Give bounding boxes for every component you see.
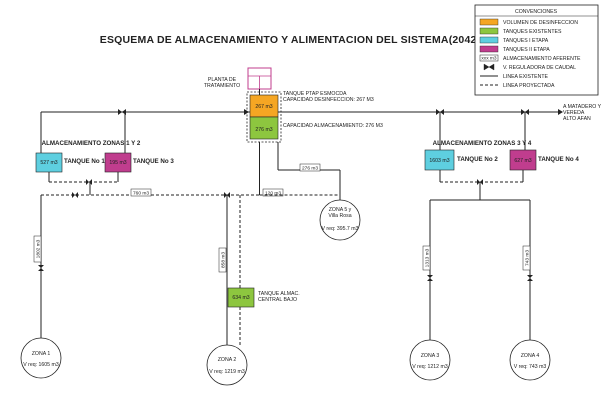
ptap-bottom-value: 276 m3 <box>255 127 272 133</box>
ptap-tank: 267 m3 276 m3 TANQUE PTAP ESMOCDA CAPACI… <box>246 91 383 143</box>
badge-z3-text: 1313 m3 <box>425 248 431 267</box>
zone2-vreq: V req: 1219 m3 <box>209 369 245 375</box>
plant-label-2: TRATAMIENTO <box>204 83 240 89</box>
tank4-name: TANQUE No 4 <box>538 156 579 163</box>
ptap-title-1: TANQUE PTAP ESMOCDA <box>283 91 347 97</box>
zone-2: ZONA 2 V req: 1219 m3 <box>206 344 248 386</box>
zone1-vreq: V req: 1605 m3 <box>23 362 59 368</box>
ptap-top-value: 267 m3 <box>255 104 272 110</box>
matadero-label-3: ALTO AFAN <box>563 116 591 122</box>
arrow-to-matadero-icon <box>558 109 563 115</box>
central-tank-name-1: TANQUE ALMAC. <box>258 291 300 297</box>
zone5-name: ZONA 5 y <box>329 207 352 213</box>
legend: CONVENCIONES VOLUMEN DE DESINFECCION TAN… <box>474 4 599 96</box>
legend-swatch-existing <box>479 27 499 35</box>
tank2-name: TANQUE No 2 <box>457 156 498 163</box>
zone2-circle <box>206 344 248 386</box>
badge-120-text: 120 m3 <box>265 190 281 196</box>
legend-label-aferente: ALMACENAMIENTO AFERENTE <box>503 56 581 62</box>
storage-zone-12: ALMACENAMIENTO ZONAS 1 Y 2 527 m3 TANQUE… <box>35 140 174 173</box>
diagram-title: ESQUEMA DE ALMACENAMIENTO Y ALIMENTACION… <box>100 34 481 46</box>
storage-zone-34: ALMACENAMIENTO ZONAS 3 Y 4 1603 m3 TANQU… <box>424 140 579 171</box>
arrow-to-ptap-icon <box>244 109 249 115</box>
badge-z3 <box>422 245 431 271</box>
legend-label-solid: LINEA EXISTENTE <box>503 74 549 80</box>
tank1-name: TANQUE No 1 <box>64 158 105 165</box>
valve-icon <box>38 265 44 271</box>
storage-34-heading: ALMACENAMIENTO ZONAS 3 Y 4 <box>433 140 532 147</box>
treatment-plant: PLANTA DE TRATAMIENTO <box>204 67 272 95</box>
zone3-name: ZONA 3 <box>421 353 440 359</box>
valve-icon <box>86 179 92 185</box>
legend-label-stage2: TANQUES II ETAPA <box>503 47 550 53</box>
legend-swatch-stage1 <box>479 36 499 44</box>
tank4-value: 627 m3 <box>514 158 531 164</box>
zone2-name: ZONA 2 <box>218 357 237 363</box>
matadero-label-1: A MATADERO Y <box>563 104 602 110</box>
zone1-name: ZONA 1 <box>32 351 51 357</box>
tank3-value: 195 m3 <box>109 160 126 166</box>
badge-z2 <box>218 247 227 273</box>
legend-label-valve: V. REGULADORA DE CAUDAL <box>503 65 576 71</box>
ptap-title-2: CAPACIDAD DESINFECCION: 267 M3 <box>283 97 374 103</box>
badge-z4 <box>522 245 531 271</box>
badge-276 <box>299 163 321 172</box>
tank2-value: 1603 m3 <box>429 158 449 164</box>
zone5-circle <box>319 199 361 241</box>
central-tank-box <box>227 287 255 308</box>
legend-valve-icon <box>483 63 495 71</box>
zone5-name2: Villa Rosa <box>328 213 351 219</box>
badge-z2-text: 858 m3 <box>221 252 227 268</box>
zone4-vreq: V req: 743 m3 <box>514 364 547 370</box>
legend-badge-box <box>479 54 499 62</box>
badge-760 <box>130 188 152 197</box>
legend-badge-text: xxx m3 <box>481 56 497 62</box>
badge-120 <box>262 188 284 197</box>
tank1-value: 527 m3 <box>40 160 57 166</box>
valve-icon <box>72 192 78 198</box>
zone-3: ZONA 3 V req: 1212 m3 <box>409 339 451 381</box>
tank3-name: TANQUE No 3 <box>133 158 174 165</box>
matadero-label-2: VEREDA <box>563 110 585 116</box>
badge-z1-text: 1802 m3 <box>36 239 42 258</box>
zone4-name: ZONA 4 <box>521 353 540 359</box>
zone4-circle <box>509 339 551 381</box>
badge-276-text: 276 m3 <box>302 165 318 171</box>
ptap-storage-volume <box>249 116 279 140</box>
valve-icon <box>527 275 533 281</box>
valve-icon <box>118 109 126 115</box>
zone5-vreq: V req: 395.7 m3 <box>322 226 359 232</box>
badge-z1 <box>33 235 42 263</box>
badge-760-text: 760 m3 <box>133 190 149 196</box>
zone-4: ZONA 4 V req: 743 m3 <box>509 339 551 381</box>
central-tank-value: 634 m3 <box>232 295 249 301</box>
storage-12-heading: ALMACENAMIENTO ZONAS 1 Y 2 <box>42 140 141 147</box>
legend-label-disinfection: VOLUMEN DE DESINFECCION <box>503 20 578 26</box>
legend-swatch-disinfection <box>479 18 499 26</box>
ptap-capacity-label: CAPACIDAD ALMACENAMIENTO: 276 M3 <box>283 123 383 129</box>
legend-label-stage1: TANQUES I ETAPA <box>503 38 549 44</box>
legend-heading: CONVENCIONES <box>515 9 558 15</box>
central-tank: 634 m3 TANQUE ALMAC. CENTRAL BAJO <box>227 287 300 308</box>
zone3-circle <box>409 339 451 381</box>
legend-label-existing: TANQUES EXISTENTES <box>503 29 562 35</box>
zone-1: ZONA 1 V req: 1605 m3 <box>20 337 62 379</box>
zone3-vreq: V req: 1212 m3 <box>412 364 448 370</box>
legend-label-dashed: LINEA PROYECTADA <box>503 83 555 89</box>
valve-icon <box>427 275 433 281</box>
legend-swatch-stage2 <box>479 45 499 53</box>
plant-label-1: PLANTA DE <box>208 77 237 83</box>
zone1-circle <box>20 337 62 379</box>
badge-z4-text: 743 m3 <box>525 250 531 266</box>
zone-5: ZONA 5 y Villa Rosa V req: 395.7 m3 <box>319 199 361 241</box>
central-tank-name-2: CENTRAL BAJO <box>258 297 297 303</box>
